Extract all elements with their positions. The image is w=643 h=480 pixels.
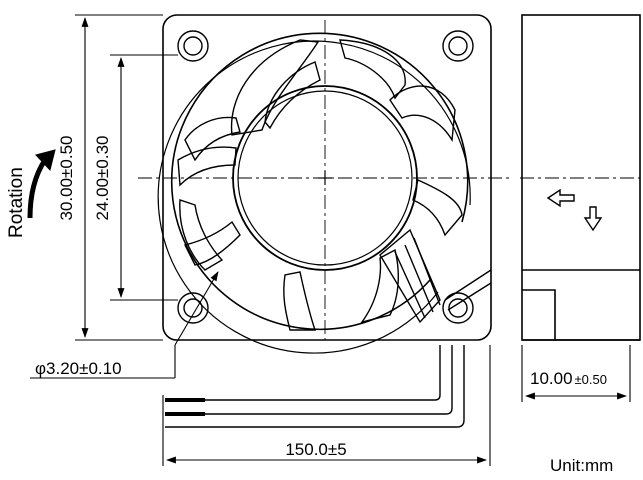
rotation-arrow bbox=[27, 158, 48, 219]
side-view bbox=[521, 14, 641, 341]
hole-diameter-label: φ3.20±0.10 bbox=[35, 359, 122, 378]
fan-blades bbox=[177, 39, 463, 331]
center-lines bbox=[138, 20, 640, 340]
rotation-label: Rotation bbox=[6, 167, 27, 238]
thickness-main: 10.00 bbox=[530, 369, 573, 388]
airflow-arrows bbox=[546, 188, 603, 232]
outer-size-label: 30.00±0.50 bbox=[57, 136, 76, 221]
wire-ends bbox=[165, 398, 205, 416]
fan-frame bbox=[162, 14, 492, 341]
cable-exit bbox=[379, 228, 492, 324]
front-view bbox=[157, 14, 492, 354]
lead-length-label: 150.0±5 bbox=[285, 440, 346, 459]
unit-label: Unit:mm bbox=[550, 456, 613, 475]
hole-pitch-label: 24.00±0.30 bbox=[93, 136, 112, 221]
lead-wires bbox=[165, 345, 465, 428]
venturi-ring bbox=[170, 32, 469, 331]
dimension-lines bbox=[30, 14, 219, 379]
thickness-label: 10.00±0.50 bbox=[530, 369, 607, 388]
thickness-tolerance: ±0.50 bbox=[575, 372, 607, 387]
mounting-holes bbox=[177, 30, 474, 324]
